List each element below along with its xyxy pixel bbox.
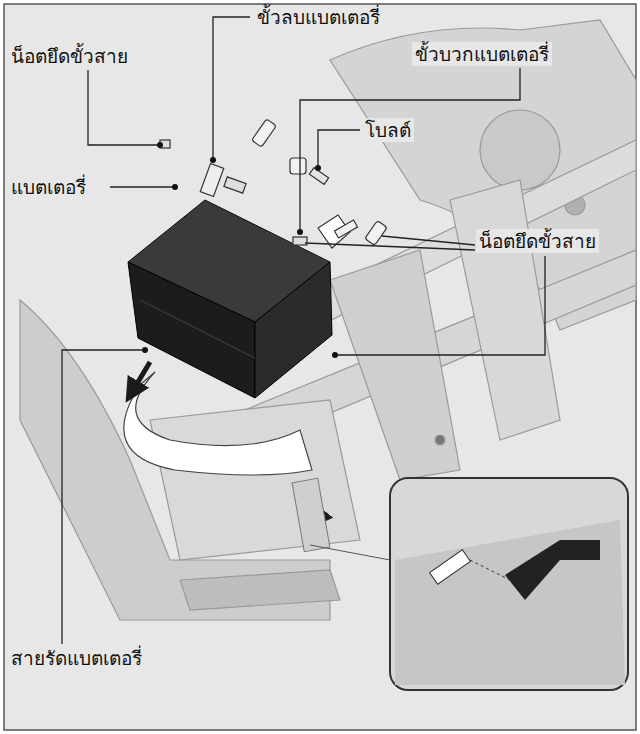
frame-border [4,4,636,730]
part-label: ขั้วบวกแบตเตอรี่ [412,42,552,66]
part-label: น็อตยึดขั้วสาย [8,44,131,68]
terminals-and-bolts [160,119,387,248]
battery [128,200,332,398]
strap-arrow [124,362,330,552]
part-label: น็อตยึดขั้วสาย [476,229,599,253]
leader-dots [142,142,338,358]
leader-lines [62,17,545,644]
inset-detail [310,478,628,690]
part-label: สายรัดแบตเตอรี่ [8,646,145,670]
part-label: แบตเตอรี่ [8,175,89,199]
part-label: โบลต์ [362,118,414,142]
part-label: ขั้วลบแบตเตอรี่ [254,5,383,29]
